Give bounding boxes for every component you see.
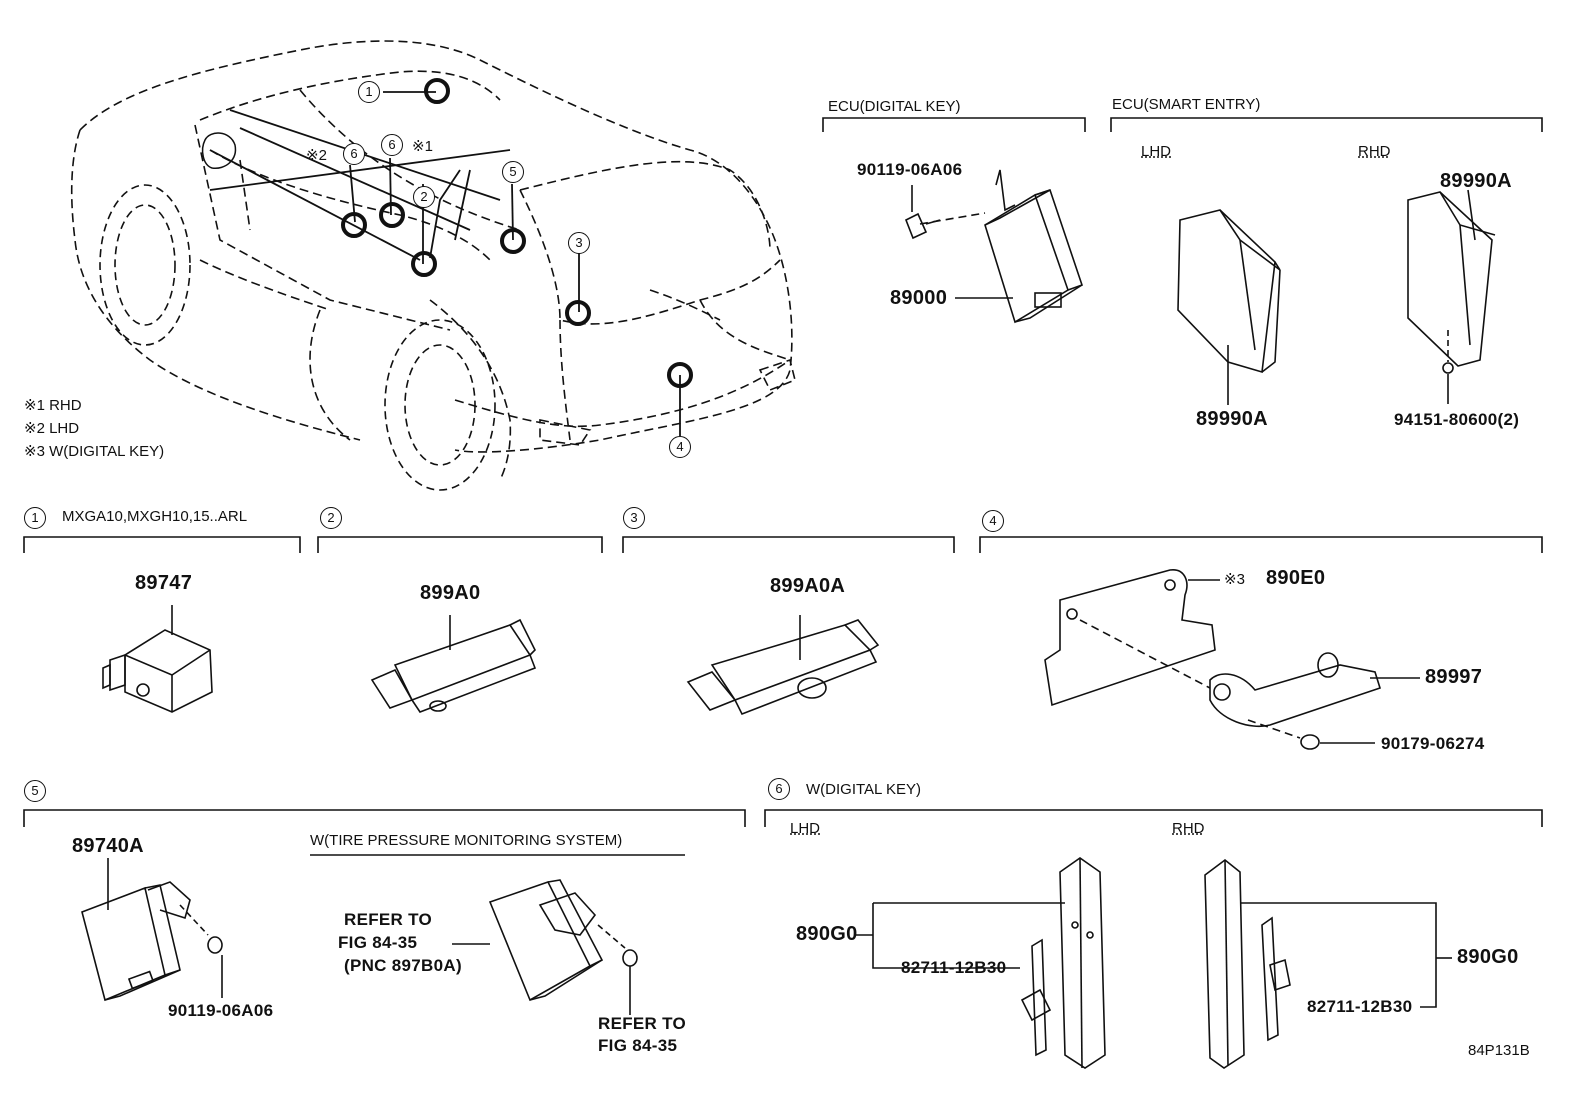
section-brackets [23, 536, 1543, 827]
part-89990A-rhd[interactable]: 89990A [1440, 170, 1512, 192]
tpms-title: W(TIRE PRESSURE MONITORING SYSTEM) [310, 832, 623, 849]
part-899A0A[interactable]: 899A0A [770, 575, 846, 597]
tpms-group [310, 854, 685, 1015]
section-6-rhd-label: RHD [1172, 820, 1205, 837]
refer-fig-line2[interactable]: FIG 84-35 [338, 933, 418, 952]
section-6-title: W(DIGITAL KEY) [806, 781, 922, 798]
part-94151-80600[interactable]: 94151-80600(2) [1394, 410, 1520, 429]
callout-5: 5 [502, 161, 524, 183]
part-82711-12B30-lhd[interactable]: 82711-12B30 [901, 958, 1007, 977]
bolt-90119-drawing [904, 212, 928, 240]
section-6-lhd-label: LHD [790, 820, 821, 837]
part-89990A-lhd[interactable]: 89990A [1196, 408, 1268, 430]
antenna-890G0-lhd-group [856, 857, 1106, 1069]
mark-rhd: ※1 [412, 138, 433, 155]
note-digital-key: ※3 W(DIGITAL KEY) [24, 443, 165, 460]
note-rhd: ※1 RHD [24, 397, 82, 414]
part-890G0-rhd[interactable]: 890G0 [1457, 946, 1519, 968]
front-wheel [384, 319, 496, 491]
rear-wheel [99, 184, 191, 346]
section-6-number: 6 [768, 778, 790, 800]
antenna-899A0-drawing [370, 615, 537, 713]
refer-fig-2-line1[interactable]: REFER TO [598, 1014, 687, 1033]
refer-fig-2-line2[interactable]: FIG 84-35 [598, 1036, 678, 1055]
harness-lines [209, 91, 681, 436]
ecu-digital-key-title: ECU(DIGITAL KEY) [828, 98, 961, 115]
refer-fig-line1[interactable]: REFER TO [344, 910, 433, 929]
sensor-89997-drawing [1209, 664, 1381, 727]
callout-1: 1 [358, 81, 380, 103]
ecu-89740A-group [81, 858, 223, 1002]
antenna-890G0-rhd-group [1204, 858, 1452, 1069]
part-90119-06A06-top[interactable]: 90119-06A06 [857, 160, 963, 179]
antenna-899A0A-drawing [686, 615, 880, 716]
vehicle-illustration [70, 40, 796, 481]
mark-digital-key: ※3 [1224, 571, 1245, 588]
callout-2: 2 [413, 186, 435, 208]
ecu-smart-entry-title: ECU(SMART ENTRY) [1112, 96, 1261, 113]
smart-entry-rhd-label: RHD [1358, 143, 1391, 160]
bracket-890E0-drawing [1044, 569, 1216, 707]
ecu-89000-drawing [984, 193, 1069, 324]
figure-code: 84P131B [1468, 1042, 1530, 1059]
part-89740A[interactable]: 89740A [72, 835, 144, 857]
callout-6-right: 6 [381, 134, 403, 156]
relay-89747-drawing [102, 605, 213, 713]
part-890G0-lhd[interactable]: 890G0 [796, 923, 858, 945]
section-5-number: 5 [24, 780, 46, 802]
section-1-title: MXGA10,MXGH10,15..ARL [62, 508, 248, 525]
callout-6-left: 6 [343, 143, 365, 165]
side-mirror [201, 132, 237, 169]
part-82711-12B30-rhd[interactable]: 82711-12B30 [1307, 997, 1413, 1016]
part-890E0[interactable]: 890E0 [1266, 567, 1326, 589]
smart-entry-lhd-label: LHD [1141, 143, 1172, 160]
ecu-digital-key-group [822, 117, 1086, 324]
section-1-number: 1 [24, 507, 46, 529]
callout-3: 3 [568, 232, 590, 254]
ecu-lhd-drawing [1177, 209, 1276, 374]
refer-fig-line3[interactable]: (PNC 897B0A) [344, 956, 462, 975]
part-89997[interactable]: 89997 [1425, 666, 1483, 688]
ecu-smart-entry-group [1110, 117, 1543, 405]
part-899A0[interactable]: 899A0 [420, 582, 481, 604]
callout-4: 4 [669, 436, 691, 458]
ecu-rhd-drawing [1407, 191, 1493, 367]
part-90119-06A06-bottom[interactable]: 90119-06A06 [168, 1001, 274, 1020]
bracket-sensor-group [1044, 569, 1420, 750]
location-markers [341, 78, 693, 388]
section-3-number: 3 [623, 507, 645, 529]
part-89747[interactable]: 89747 [135, 572, 193, 594]
section-2-number: 2 [320, 507, 342, 529]
note-lhd: ※2 LHD [24, 420, 80, 437]
part-89000[interactable]: 89000 [890, 287, 948, 309]
section-4-number: 4 [982, 510, 1004, 532]
part-90179-06274[interactable]: 90179-06274 [1381, 734, 1485, 753]
mark-lhd: ※2 [306, 147, 327, 164]
